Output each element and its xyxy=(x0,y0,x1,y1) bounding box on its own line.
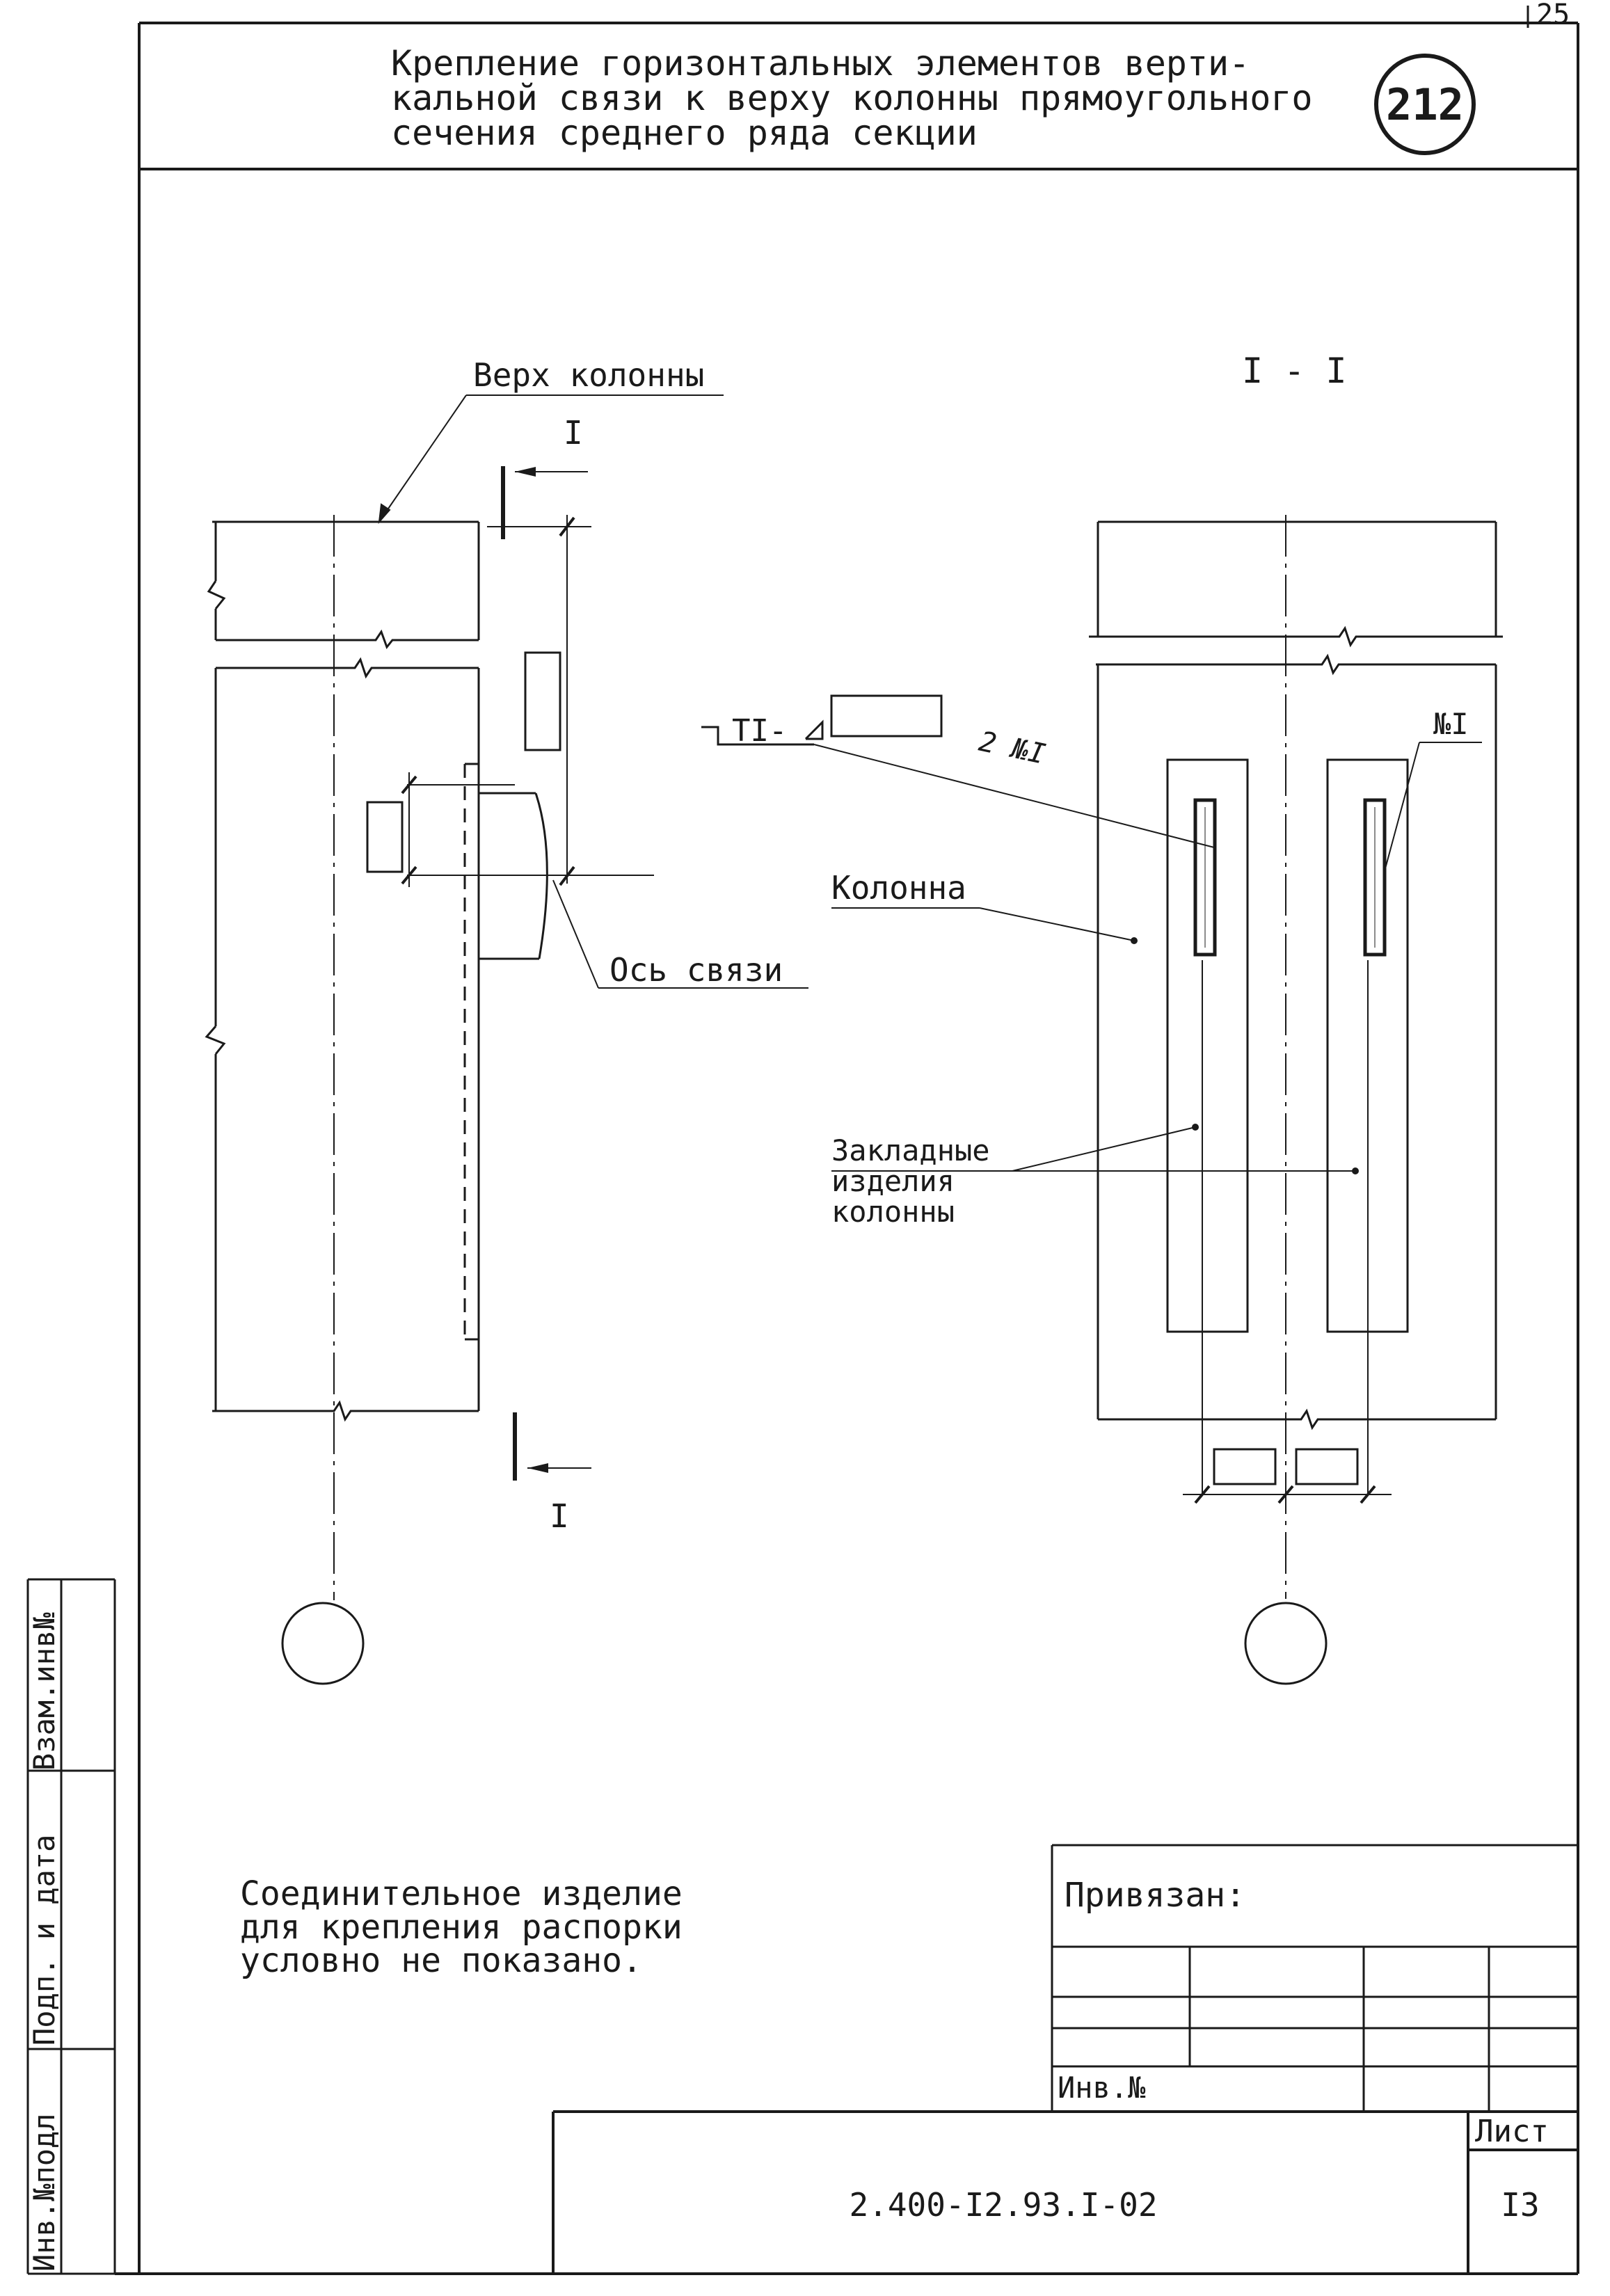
gusset-rect-lower xyxy=(366,801,404,873)
binding-table xyxy=(1051,1844,1578,2112)
binding-table-inv-label: Инв.№ xyxy=(1058,2071,1146,2105)
sheet-badge: 212 xyxy=(1374,54,1476,155)
item-leader xyxy=(1384,742,1482,872)
page-number-text: 25 xyxy=(1536,0,1570,31)
weld-symbol-label: TI- xyxy=(732,713,787,749)
note-line-2: для крепления распорки xyxy=(240,1908,683,1947)
gusset-rect-upper xyxy=(524,651,561,751)
sheet-badge-number: 212 xyxy=(1386,79,1464,130)
section-view-title: I - I xyxy=(1242,351,1347,391)
embedded-label-line-2: изделия xyxy=(831,1164,955,1198)
page-number: 25 xyxy=(1527,0,1570,31)
embedded-label-line-1: Закладные xyxy=(831,1133,990,1167)
axis-label-leader xyxy=(552,879,808,989)
item-number-label: №I xyxy=(1433,707,1469,741)
embedded-plate-side xyxy=(463,763,479,1341)
bottom-plate-right xyxy=(1295,1448,1359,1485)
note-line-3: условно не показано. xyxy=(240,1941,642,1980)
top-of-column-leader xyxy=(378,394,724,525)
embedded-plate-left xyxy=(1166,758,1249,1333)
column-outline xyxy=(205,520,480,1422)
title-line-3: сечения среднего ряда секции xyxy=(391,113,978,153)
title-line-1: Крепление горизонтальных элементов верти… xyxy=(391,43,1250,83)
sheet-frame xyxy=(115,22,1579,2275)
bracing-element xyxy=(479,792,548,960)
bracing-bar-left xyxy=(1193,798,1217,957)
document-code: 2.400-I2.93.I-02 xyxy=(849,2186,1157,2224)
sidebar-field-signature-date: Подп. и дата xyxy=(27,1835,61,2046)
sidebar-stamp xyxy=(26,1578,116,2275)
sheet-label: Лист xyxy=(1475,2114,1549,2149)
note-line-1: Соединительное изделие xyxy=(240,1874,683,1913)
binding-table-title: Привязан: xyxy=(1065,1876,1245,1915)
column-label: Колонна xyxy=(831,869,966,907)
title-line-2: кальной связи к верху колонны прямоуголь… xyxy=(391,78,1313,118)
column-leader xyxy=(831,907,1138,944)
sidebar-field-original-inv: Инв.№подл xyxy=(27,2113,61,2272)
embedded-parts-leader xyxy=(831,1124,1359,1174)
embedded-label-line-3: колонны xyxy=(831,1195,955,1229)
section-mark-bottom-label: I xyxy=(550,1497,569,1535)
section-mark-bottom xyxy=(513,1412,591,1481)
section-mark-top-label: I xyxy=(564,414,583,452)
section-mark-top xyxy=(501,466,588,539)
elevation-view: I I xyxy=(205,394,808,1685)
sidebar-field-replacement-inv: Взам.инв№ xyxy=(27,1612,61,1771)
weld-qty-label: 2 №I xyxy=(976,726,1049,771)
title-block xyxy=(552,2110,1578,2274)
note-block: Соединительное изделие для крепления рас… xyxy=(240,1874,683,1980)
section-axis-marker-circle xyxy=(1244,1602,1328,1685)
weld-symbol xyxy=(701,694,1215,848)
section-column-outline xyxy=(1089,520,1503,1430)
top-of-column-label: Верх колонны xyxy=(473,356,704,394)
bottom-plate-left xyxy=(1213,1448,1277,1485)
dimension-lines xyxy=(401,515,654,887)
header-title: Крепление горизонтальных элементов верти… xyxy=(391,43,1313,153)
axis-marker-circle xyxy=(281,1602,365,1685)
bracing-axis-label: Ось связи xyxy=(609,951,783,989)
bracing-bar-right xyxy=(1363,798,1387,957)
section-view xyxy=(701,515,1503,1685)
sheet-number: I3 xyxy=(1501,2186,1539,2224)
